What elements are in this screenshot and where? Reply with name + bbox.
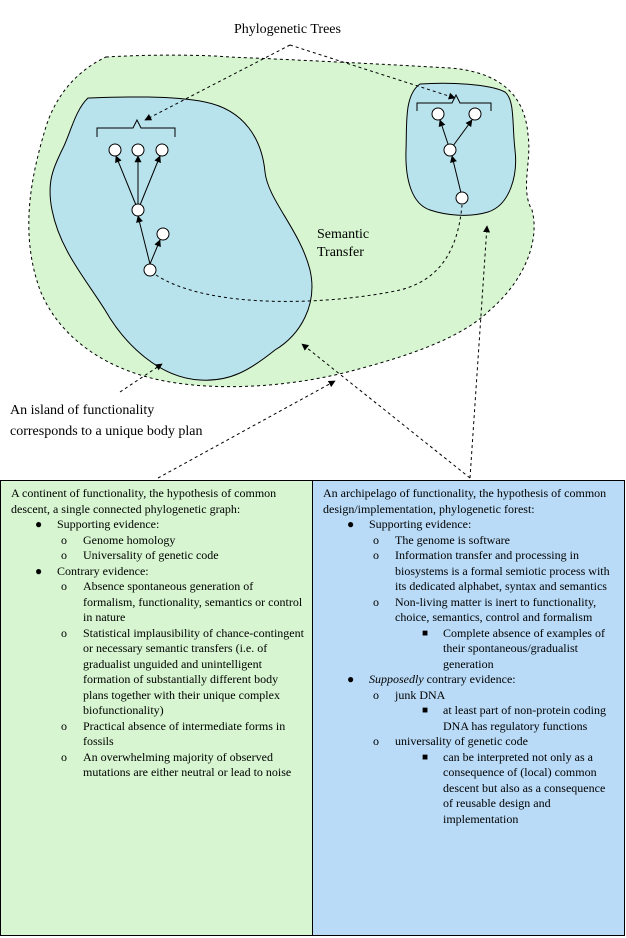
bullet-icon: o: [373, 734, 379, 748]
brace-left: [96, 118, 176, 137]
supporting-item: Genome homology: [83, 532, 176, 547]
list-item: o Genome homology: [11, 533, 304, 549]
tree-node: [443, 143, 457, 157]
list-item: o Practical absence of intermediate forms…: [11, 719, 304, 750]
contrary-label: Contrary evidence:: [57, 563, 149, 578]
list-item: ●Supposedly contrary evidence:: [323, 672, 616, 688]
tree-node: [155, 143, 169, 157]
left-intro: A continent of functionality, the hypoth…: [11, 486, 277, 516]
bullet-icon: ●: [347, 517, 355, 531]
supporting-item: The genome is software: [395, 532, 510, 547]
list-item: o Universality of genetic code: [11, 548, 304, 564]
island-caption-1: An island of functionality: [10, 403, 154, 418]
contrary-item: universality of genetic code: [395, 734, 528, 748]
tree-node: [156, 227, 170, 241]
left-box-arrow: [157, 380, 336, 479]
island-caption-2: corresponds to a unique body plan: [10, 424, 202, 439]
list-item: o The genome is software: [323, 533, 616, 549]
large-island: [49, 96, 313, 381]
tree-node: [455, 191, 469, 205]
contrary-item: Absence spontaneous generation of formal…: [83, 579, 303, 624]
bullet-icon: ■: [422, 751, 429, 763]
title-arrow-right: [289, 44, 456, 100]
bullet-icon: ●: [35, 517, 43, 531]
contrary-subitem: can be interpreted not only as a consequ…: [443, 749, 606, 826]
bullet-icon: o: [61, 718, 67, 733]
bullet-icon: o: [373, 532, 379, 547]
supporting-item: Non-living matter is inert to functional…: [395, 594, 597, 625]
archipelago-hypothesis-box: An archipelago of functionality, the hyp…: [312, 480, 625, 936]
continent-hypothesis-box: A continent of functionality, the hypoth…: [0, 480, 313, 936]
list-item: o Non-living matter is inert to functiona…: [323, 595, 616, 626]
semantic-transfer-label-1: Semantic: [317, 227, 369, 242]
contrary-item: junk DNA: [395, 687, 446, 702]
bullet-icon: ●: [347, 672, 355, 686]
bullet-icon: o: [61, 579, 67, 593]
contrary-item: An overwhelming majority of observed mut…: [83, 749, 292, 780]
tree-node: [108, 143, 122, 157]
tree-node: [468, 107, 482, 121]
tree-node: [431, 107, 445, 121]
supporting-label: Supporting evidence:: [369, 517, 472, 531]
bullet-icon: ■: [422, 627, 429, 639]
caption-arrow: [119, 363, 163, 393]
right-box-arrow-island: [301, 343, 471, 479]
contrary-item: Statistical implausibility of chance-con…: [83, 625, 304, 718]
list-item: o Information transfer and processing in …: [323, 548, 616, 595]
supporting-item: Universality of genetic code: [83, 548, 219, 562]
list-item: ● Contrary evidence:: [11, 564, 304, 580]
tree-node: [131, 143, 145, 157]
right-box-arrow-archipelago: [469, 225, 491, 479]
diagram-title: Phylogenetic Trees: [234, 22, 341, 37]
list-item: o An overwhelming majority of observed mu…: [11, 750, 304, 781]
contrary-item: Practical absence of intermediate forms …: [83, 718, 286, 749]
list-item: o Absence spontaneous generation of forma…: [11, 579, 304, 626]
semantic-transfer-curve: [155, 204, 463, 302]
list-item: o Statistical implausibility of chance-co…: [11, 626, 304, 719]
bullet-icon: o: [61, 625, 67, 640]
contrary-label-emphasis: Supposedly: [369, 672, 424, 686]
supporting-label: Supporting evidence:: [57, 517, 160, 531]
bullet-icon: o: [373, 548, 379, 562]
bullet-icon: o: [61, 548, 67, 562]
right-evidence-list: ● Supporting evidence: o The genome is sof…: [323, 517, 616, 827]
contrary-label: Supposedly contrary evidence:: [347, 672, 616, 688]
supporting-subitem: Complete absence of examples of their sp…: [443, 625, 605, 671]
bullet-icon: ●: [35, 563, 43, 578]
phylogeny-diagram: Phylogenetic Trees Semantic Transfer An …: [10, 22, 535, 479]
bullet-icon: o: [373, 687, 379, 702]
list-item: o junk DNA: [323, 688, 616, 704]
tree-node: [131, 203, 145, 217]
right-intro: An archipelago of functionality, the hyp…: [323, 486, 607, 516]
semantic-transfer-label-2: Transfer: [317, 245, 364, 260]
bullet-icon: o: [61, 749, 67, 764]
list-item: o universality of genetic code: [323, 734, 616, 750]
list-item: ■ Complete absence of examples of their s…: [323, 626, 616, 673]
contrary-subitem: at least part of non-protein coding DNA …: [443, 703, 606, 733]
list-item: ● Supporting evidence:: [323, 517, 616, 533]
contrary-label-rest: contrary evidence:: [423, 672, 516, 686]
supporting-item: Information transfer and processing in b…: [395, 548, 610, 593]
bullet-icon: ■: [422, 705, 429, 716]
list-item: ■ at least part of non-protein coding DNA…: [323, 703, 616, 734]
list-item: ● Supporting evidence:: [11, 517, 304, 533]
bullet-icon: o: [61, 532, 67, 547]
list-item: ■ can be interpreted not only as a conseq…: [323, 750, 616, 828]
tree-node: [143, 263, 157, 277]
bullet-icon: o: [373, 594, 379, 609]
brace-right: [416, 93, 492, 111]
left-evidence-list: ● Supporting evidence: o Genome homology o…: [11, 517, 304, 781]
